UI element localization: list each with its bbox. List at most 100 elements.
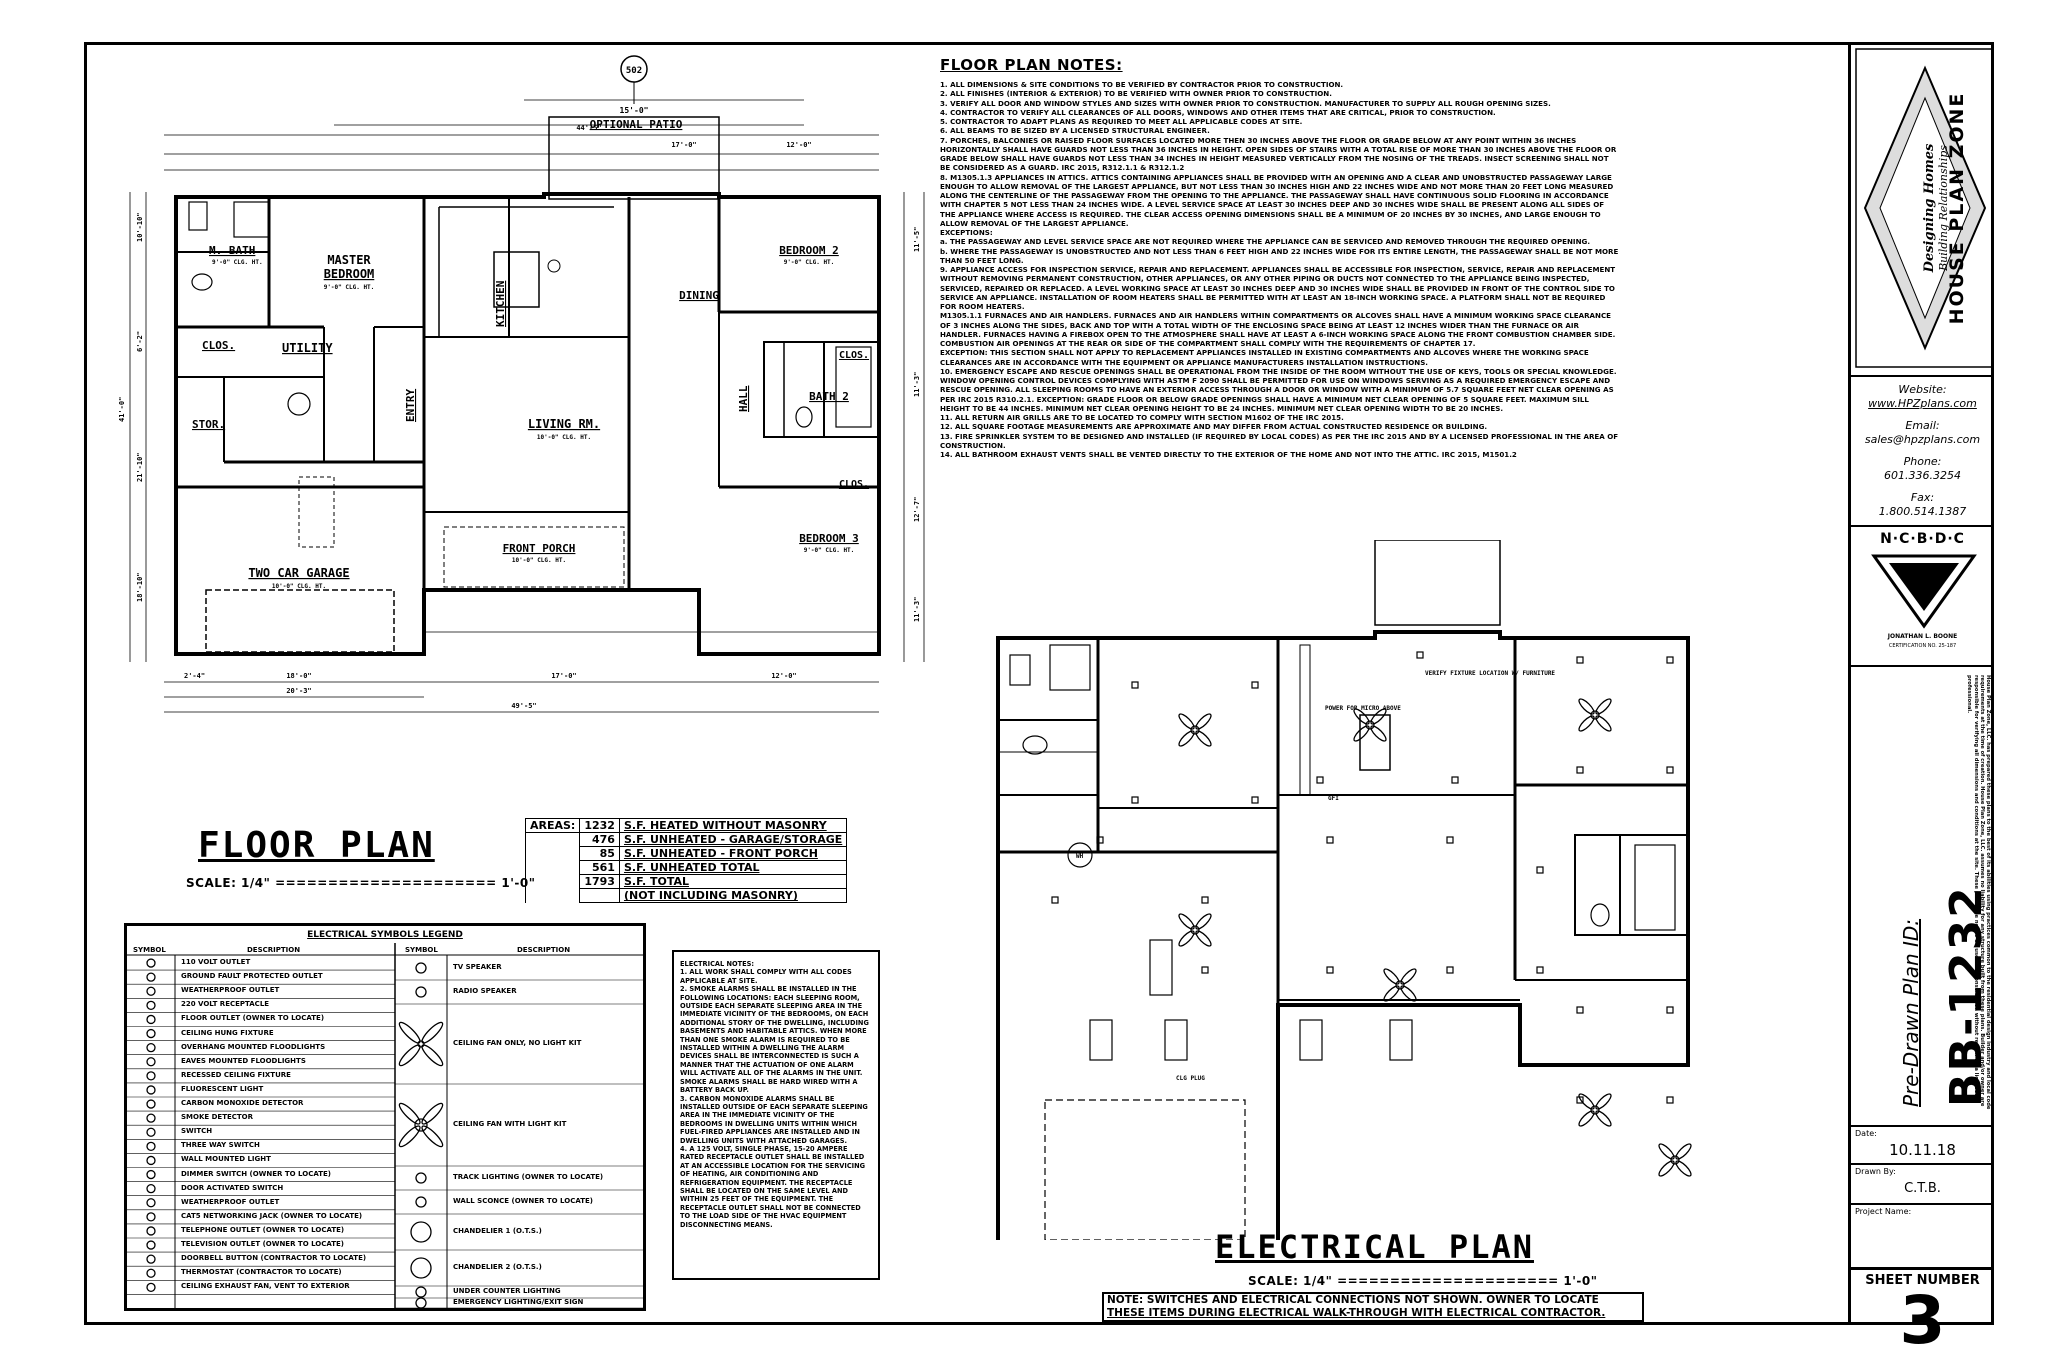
legend-item: DOOR ACTIVATED SWITCH [181, 1183, 284, 1192]
contact-section: Website: www.HPZplans.com Email: sales@h… [1851, 375, 1994, 525]
recessed-light-icon [1201, 966, 1209, 974]
legend-item: SWITCH [181, 1127, 213, 1136]
website-link[interactable]: www.HPZplans.com [1868, 397, 1977, 410]
svg-text:10'-0" CLG. HT.: 10'-0" CLG. HT. [537, 434, 591, 441]
legend-item: EMERGENCY LIGHTING/EXIT SIGN [453, 1298, 584, 1306]
legend-item: WEATHERPROOF OUTLET [181, 986, 280, 995]
closet-label: CLOS. [202, 339, 235, 352]
legend-item: TRACK LIGHTING (OWNER TO LOCATE) [453, 1173, 604, 1181]
phone-number: 601.336.3254 [1884, 469, 1961, 482]
legend-symbol-icon [146, 1127, 156, 1137]
legend-item: CARBON MONOXIDE DETECTOR [181, 1099, 304, 1107]
legend-item: THERMOSTAT (CONTRACTOR TO LOCATE) [181, 1268, 342, 1277]
brand-name: HOUSE PLAN ZONE [1946, 92, 1968, 325]
legend-item: SMOKE DETECTOR [181, 1113, 254, 1122]
front-porch-label: FRONT PORCH [503, 542, 576, 555]
garage-door-electrical [1044, 1099, 1246, 1240]
electrical-symbols-legend: ELECTRICAL SYMBOLS LEGEND SYMBOL DESCRIP… [124, 923, 646, 1311]
legend-symbol-icon [410, 1257, 432, 1279]
legend-symbol-icon [146, 1043, 156, 1053]
svg-text:12'-7": 12'-7" [913, 497, 921, 522]
svg-text:17'-0": 17'-0" [671, 141, 696, 149]
ceiling-fan-icon [398, 1102, 444, 1148]
legend-item: CEILING EXHAUST FAN, VENT TO EXTERIOR [181, 1282, 350, 1291]
floor-plan-drawing: 502 15'-0" 44'-5" 17'-0" 12'-0" OPTIONAL… [118, 55, 925, 713]
legend-symbol-icon [415, 1172, 427, 1184]
legend-symbol-icon [415, 1286, 427, 1298]
date-value: 10.11.18 [1889, 1141, 1956, 1159]
email-link[interactable]: sales@hpzplans.com [1864, 433, 1981, 446]
brand-tagline-bottom: Building Relationships [1937, 145, 1950, 272]
storage-label: STOR. [192, 418, 225, 431]
garage-door [205, 589, 395, 653]
legend-item: DOORBELL BUTTON (CONTRACTOR TO LOCATE) [181, 1254, 367, 1263]
fax-number: 1.800.514.1387 [1878, 505, 1967, 518]
legend-item: TV SPEAKER [453, 963, 502, 971]
sheet-number: 3 [1899, 1282, 1946, 1359]
optional-patio-label: OPTIONAL PATIO [590, 118, 683, 131]
areas-row: (NOT INCLUDING MASONRY) [524, 888, 848, 903]
electrical-plan-title: ELECTRICAL PLAN [1215, 1228, 1534, 1266]
floor-plan-note: a. THE PASSAGEWAY AND LEVEL SERVICE SPAC… [940, 237, 1591, 247]
legend-symbol-icon [146, 986, 156, 996]
recessed-light-icon [1666, 766, 1674, 774]
ncbdc-seal [1871, 554, 1977, 629]
legend-symbol-icon [146, 1268, 156, 1278]
exterior-wall-electrical [996, 630, 1690, 1240]
master-bedroom-label: MASTER [327, 253, 371, 267]
svg-text:11'-3": 11'-3" [913, 597, 921, 622]
brand-tagline-top: Designing Homes [1922, 143, 1937, 273]
areas-description: S.F. UNHEATED - FRONT PORCH [618, 846, 848, 861]
floor-plan-note: 1. ALL DIMENSIONS & SITE CONDITIONS TO B… [940, 80, 1344, 89]
legend-symbol-icon [415, 986, 427, 998]
garage-label: TWO CAR GARAGE [248, 566, 349, 580]
svg-text:9'-0" CLG. HT.: 9'-0" CLG. HT. [784, 259, 835, 266]
recessed-light-icon [1446, 966, 1454, 974]
svg-text:18'-0": 18'-0" [286, 672, 311, 680]
recessed-light-icon [1536, 866, 1544, 874]
ceiling-fan-icon [1578, 698, 1612, 732]
legend-symbol-icon [146, 1099, 156, 1109]
bath-2-label: BATH 2 [809, 390, 849, 403]
legend-item: FLOOR OUTLET (OWNER TO LOCATE) [181, 1014, 325, 1023]
legend-item: FLUORESCENT LIGHT [181, 1084, 264, 1093]
svg-text:WH: WH [1076, 853, 1084, 860]
legend-item: CEILING FAN WITH LIGHT KIT [453, 1120, 567, 1128]
m-bath-label: M. BATH [209, 244, 255, 257]
areas-value: 1793 [579, 874, 620, 889]
plan-id: BB-1232 [1941, 885, 1992, 1107]
areas-value [579, 888, 620, 903]
legend-symbol-icon [146, 1155, 156, 1166]
legend-item: 220 VOLT RECEPTACLE [181, 1000, 270, 1009]
legend-symbol-icon [146, 1212, 156, 1222]
electrical-plan-drawing: VERIFY FIXTURE LOCATION W/ FURNITURE POW… [996, 540, 1692, 1240]
legend-symbol-icon [415, 962, 427, 974]
date-field: Date: 10.11.18 [1851, 1125, 1994, 1163]
recessed-light-icon [1536, 966, 1544, 974]
legend-item: TELEPHONE OUTLET (OWNER TO LOCATE) [181, 1225, 345, 1234]
legend-item: CHANDELIER 1 (O.T.S.) [453, 1227, 542, 1235]
recessed-light-icon [1131, 681, 1139, 689]
electrical-note: 1. ALL WORK SHALL COMPLY WITH ALL CODES … [680, 968, 852, 985]
ceiling-fan-icon [398, 1021, 444, 1067]
floor-plan-note: 4. CONTRACTOR TO VERIFY ALL CLEARANCES O… [940, 107, 1496, 117]
svg-text:11'-3": 11'-3" [913, 372, 921, 397]
floor-plan-scale: SCALE: 1/4" ===================== 1'-0" [186, 876, 536, 890]
svg-text:44'-5": 44'-5" [576, 124, 601, 132]
legend-item: WALL SCONCE (OWNER TO LOCATE) [453, 1197, 593, 1205]
living-room-label: LIVING RM. [528, 417, 600, 431]
legend-symbol-icon [146, 1113, 156, 1123]
legend-symbol-icon [146, 1169, 156, 1180]
recessed-light-icon [1576, 1006, 1584, 1014]
recessed-light-icon [1201, 896, 1209, 904]
hall-label: HALL [737, 385, 750, 412]
company-logo: Designing Homes HOUSE PLAN ZONE Building… [1855, 48, 1993, 368]
kitchen-label: KITCHEN [494, 281, 507, 327]
areas-description: (NOT INCLUDING MASONRY) [618, 888, 848, 903]
legend-symbol-icon [146, 1240, 156, 1250]
floor-plan-note: 2. ALL FINISHES (INTERIOR & EXTERIOR) TO… [940, 89, 1332, 99]
kitchen-island [493, 251, 540, 308]
legend-symbol-icon [146, 1000, 156, 1010]
